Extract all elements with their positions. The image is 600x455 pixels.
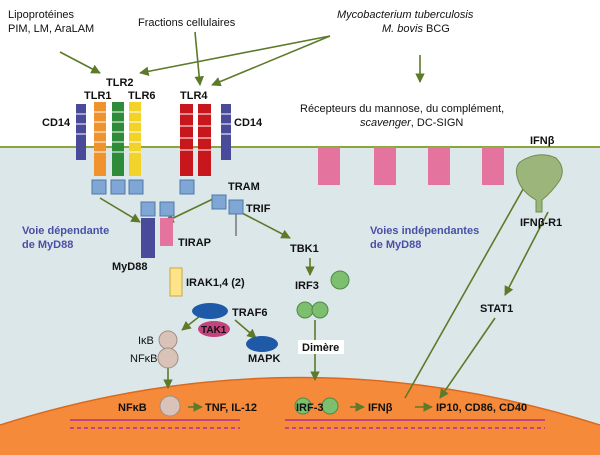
dna-strand-right — [285, 419, 545, 429]
tlr2-receptor — [110, 102, 126, 195]
ifnb-receptor — [515, 154, 563, 213]
label-stat1: STAT1 — [480, 303, 513, 315]
label-trif: TRIF — [246, 203, 271, 215]
cd14-left-receptor — [76, 104, 86, 160]
label-tnf-il12: TNF, IL-12 — [205, 402, 257, 414]
label-pim-lm-aralam: PIM, LM, AraLAM — [8, 23, 94, 35]
ikb-protein — [158, 330, 178, 350]
tak1-protein — [198, 321, 230, 337]
mannose-complement-receptors — [318, 147, 504, 185]
mapk-protein — [246, 336, 278, 352]
label-cd14-right: CD14 — [234, 117, 263, 129]
label-voie-dependante-line2: de MyD88 — [22, 239, 73, 251]
label-mycobacterium: Mycobacterium tuberculosis — [337, 9, 474, 21]
tlr4-receptor — [179, 104, 211, 195]
label-voie-dependante-line1: Voie dépendante — [22, 225, 109, 237]
label-tak1: TAK1 — [201, 325, 227, 336]
nfkb-protein — [157, 347, 179, 369]
label-m-bovis-bcg: M. bovis BCG — [382, 23, 450, 35]
label-tirap: TIRAP — [178, 237, 211, 249]
label-irf3: IRF3 — [295, 280, 319, 292]
irf3-nuclear-a — [294, 397, 312, 415]
irf3-dimer-b — [311, 301, 329, 319]
tirap-tir-domain — [159, 201, 175, 217]
traf6-protein — [192, 303, 228, 319]
label-myd88: MyD88 — [112, 261, 147, 273]
label-nfkb-nucleus: NFκB — [118, 402, 147, 414]
label-ifnb-nucleus: IFNβ — [368, 402, 393, 414]
cd14-right-receptor — [221, 104, 231, 160]
label-mapk: MAPK — [248, 353, 280, 365]
label-recepteurs-line1: Récepteurs du mannose, du complément, — [300, 103, 504, 115]
label-dimere: Dimère — [302, 342, 339, 354]
irf3-protein — [330, 270, 350, 290]
nfkb-nuclear — [159, 395, 181, 417]
label-cd14-left: CD14 — [42, 117, 71, 129]
tlr6-receptor — [128, 102, 144, 195]
label-irak: IRAK1,4 (2) — [186, 277, 245, 289]
label-voies-independantes-line2: de MyD88 — [370, 239, 421, 251]
irak-complex — [169, 267, 183, 297]
trif-adapter — [228, 199, 244, 215]
label-ip10-cd86-cd40: IP10, CD86, CD40 — [436, 402, 527, 414]
nucleus — [0, 377, 600, 455]
label-ikb: IκB — [138, 335, 154, 347]
dna-strand-left — [70, 419, 240, 429]
irf3-dimer-a — [296, 301, 314, 319]
myd88-adapter — [141, 218, 155, 258]
nuclear-membrane — [0, 376, 600, 426]
label-tlr4: TLR4 — [180, 90, 208, 102]
label-ifnb-top: IFNβ — [530, 135, 555, 147]
tirap-adapter — [160, 218, 173, 246]
label-lipoproteines: Lipoprotéines — [8, 9, 75, 21]
label-tlr2: TLR2 — [106, 77, 134, 89]
label-traf6: TRAF6 — [232, 307, 267, 319]
irf3-nuclear-b — [321, 397, 339, 415]
label-tbk1: TBK1 — [290, 243, 319, 255]
label-nfkb-cytoplasm: NFκB — [130, 353, 158, 365]
label-ifnb-r1: IFNβ-R1 — [520, 217, 562, 229]
dimere-label-bg — [298, 340, 344, 354]
label-recepteurs-line2: scavenger, DC-SIGN — [360, 117, 463, 129]
label-tlr6: TLR6 — [128, 90, 156, 102]
label-irf3-nucleus: IRF-3 — [296, 402, 324, 414]
tlr1-receptor — [91, 102, 107, 195]
label-tlr1: TLR1 — [84, 90, 112, 102]
myd88-tir-domain — [140, 201, 156, 217]
label-tram: TRAM — [228, 181, 260, 193]
label-voies-independantes-line1: Voies indépendantes — [370, 225, 479, 237]
label-fractions-cellulaires: Fractions cellulaires — [138, 17, 236, 29]
tram-adapter — [211, 194, 227, 210]
